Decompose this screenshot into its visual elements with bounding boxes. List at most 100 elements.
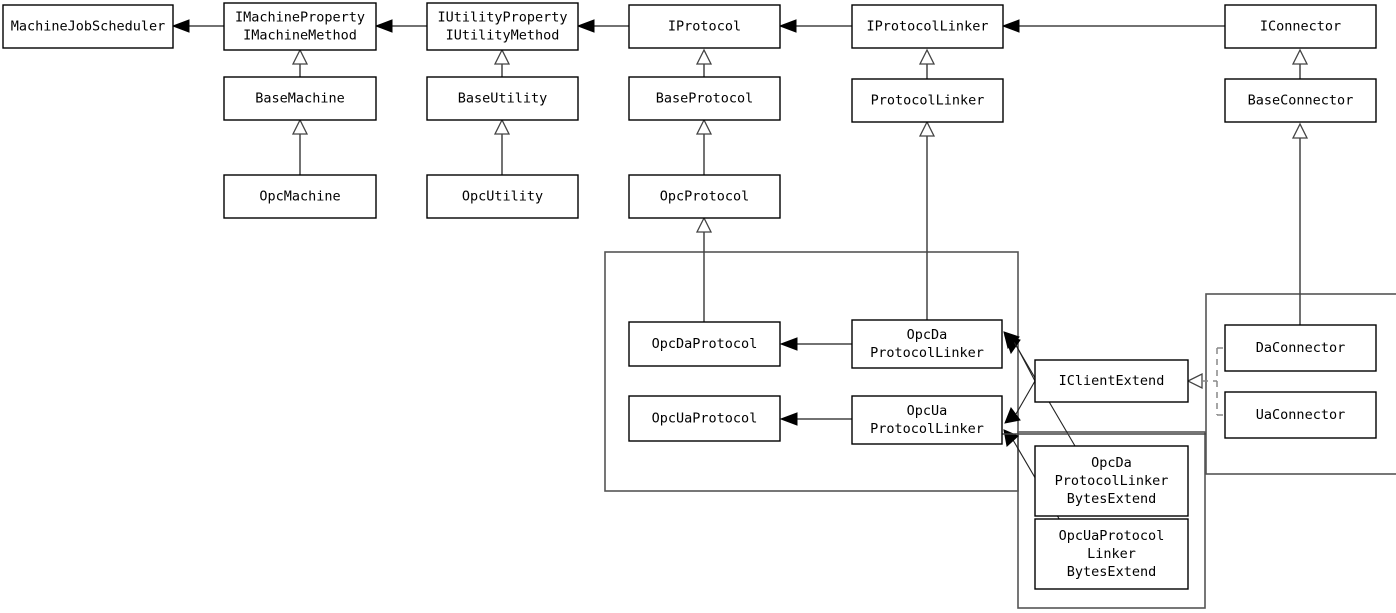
class-node-opc-ua-protocol[interactable]: OpcUaProtocol: [628, 395, 781, 442]
class-node-machine-job-scheduler[interactable]: MachineJobScheduler: [2, 4, 174, 49]
group-opc-protocol: [604, 251, 1019, 492]
edge-iclientextend-to-opcualinker: [1004, 380, 1036, 424]
class-box-opc-ua-protocol-linker[interactable]: [851, 395, 1003, 445]
group-connector: [1205, 293, 1396, 475]
class-name-line: ProtocolLinker: [871, 93, 985, 109]
class-name-iclient-extend: IClientExtend: [1059, 373, 1165, 389]
edge-baseconnector-to-iconnector: [1291, 48, 1309, 79]
class-node-opc-da-protocol[interactable]: OpcDaProtocol: [628, 321, 781, 367]
class-name-da-connector: DaConnector: [1256, 340, 1345, 356]
class-name-line: IUtilityProperty: [437, 10, 567, 26]
class-box-da-connector[interactable]: [1224, 324, 1377, 372]
class-name-opc-da-protocol: OpcDaProtocol: [652, 336, 758, 352]
class-name-line: OpcUaProtocol: [1059, 528, 1165, 544]
class-name-line: IConnector: [1260, 19, 1341, 35]
edge-baseprotocol-to-iprotocol: [695, 48, 713, 77]
class-box-opc-machine[interactable]: [223, 174, 377, 219]
class-node-base-machine[interactable]: BaseMachine: [223, 76, 377, 121]
class-name-line: BaseUtility: [458, 91, 547, 107]
class-name-iconnector: IConnector: [1260, 19, 1341, 35]
edge-protocollinker-to-iprotocollinker: [918, 48, 936, 79]
edge-baseutility-to-iutility: [493, 48, 511, 77]
class-box-protocol-linker[interactable]: [851, 78, 1004, 123]
class-name-ua-connector: UaConnector: [1256, 407, 1345, 423]
class-box-iprotocol[interactable]: [628, 4, 781, 49]
class-name-line: OpcProtocol: [660, 189, 749, 205]
class-name-line: OpcUa: [907, 403, 948, 419]
edge-opcprotocol-to-baseprotocol: [695, 118, 713, 175]
class-box-ua-connector[interactable]: [1224, 391, 1377, 439]
class-node-base-utility[interactable]: BaseUtility: [426, 76, 579, 121]
class-name-line: DaConnector: [1256, 340, 1345, 356]
class-box-opc-da-protocol[interactable]: [628, 321, 781, 367]
class-node-iprotocol-linker[interactable]: IProtocolLinker: [851, 4, 1004, 49]
class-name-line: OpcDaProtocol: [652, 336, 758, 352]
class-box-imachine-property[interactable]: [223, 2, 377, 51]
class-box-iclient-extend[interactable]: [1034, 359, 1189, 403]
class-node-iconnector[interactable]: IConnector: [1224, 4, 1377, 49]
class-box-iprotocol-linker[interactable]: [851, 4, 1004, 49]
class-name-line: OpcDa: [1091, 455, 1132, 471]
class-name-line: BaseMachine: [255, 91, 344, 107]
class-node-opc-protocol[interactable]: OpcProtocol: [628, 174, 781, 219]
class-name-line: OpcDa: [907, 327, 948, 343]
class-name-opc-utility: OpcUtility: [462, 189, 543, 205]
class-node-da-connector[interactable]: DaConnector: [1224, 324, 1377, 372]
class-box-iconnector[interactable]: [1224, 4, 1377, 49]
class-box-opc-ua-protocol-linker-bytes-extend[interactable]: [1034, 518, 1189, 590]
edge-daconnector-to-baseconnector: [1291, 122, 1309, 325]
class-name-opc-protocol: OpcProtocol: [660, 189, 749, 205]
class-node-base-connector[interactable]: BaseConnector: [1224, 78, 1377, 123]
class-node-opc-utility[interactable]: OpcUtility: [426, 174, 579, 219]
class-node-iprotocol[interactable]: IProtocol: [628, 4, 781, 49]
edge-opcdalinker-to-protocollinker: [918, 120, 936, 320]
class-name-line: Linker: [1087, 546, 1136, 562]
class-name-line: IMachineProperty: [235, 10, 365, 26]
class-name-opc-ua-protocol: OpcUaProtocol: [652, 411, 758, 427]
edge-opcualinker-to-opcuaprotocol: [779, 412, 852, 426]
class-box-opc-protocol[interactable]: [628, 174, 781, 219]
class-box-opc-ua-protocol[interactable]: [628, 395, 781, 442]
class-name-line: BaseConnector: [1248, 93, 1354, 109]
class-name-base-connector: BaseConnector: [1248, 93, 1354, 109]
edge-basemachine-to-imachine: [291, 48, 309, 77]
class-box-base-utility[interactable]: [426, 76, 579, 121]
class-box-base-connector[interactable]: [1224, 78, 1377, 123]
class-node-base-protocol[interactable]: BaseProtocol: [628, 76, 781, 121]
edge-iutility-to-imachine: [374, 19, 427, 33]
class-box-iutility-property[interactable]: [426, 2, 579, 51]
class-name-opc-machine: OpcMachine: [259, 189, 340, 205]
class-name-base-protocol: BaseProtocol: [656, 91, 754, 107]
class-name-base-utility: BaseUtility: [458, 91, 547, 107]
class-node-opc-machine[interactable]: OpcMachine: [223, 174, 377, 219]
class-box-base-protocol[interactable]: [628, 76, 781, 121]
class-box-opc-da-protocol-linker-bytes-extend[interactable]: [1034, 445, 1189, 517]
class-box-opc-da-protocol-linker[interactable]: [851, 319, 1003, 369]
class-node-ua-connector[interactable]: UaConnector: [1224, 391, 1377, 439]
class-name-iprotocol: IProtocol: [668, 19, 741, 35]
class-box-base-machine[interactable]: [223, 76, 377, 121]
edge-opcdalinker-to-opcdaprotocol: [779, 337, 852, 351]
edge-iprotocol-to-iutility: [576, 19, 629, 33]
class-name-line: BytesExtend: [1067, 564, 1156, 580]
class-name-line: IUtilityMethod: [446, 28, 560, 44]
class-node-protocol-linker[interactable]: ProtocolLinker: [851, 78, 1004, 123]
class-box-machine-job-scheduler[interactable]: [2, 4, 174, 49]
class-box-opc-utility[interactable]: [426, 174, 579, 219]
edge-opcutility-to-baseutility: [493, 118, 511, 175]
edge-opcmachine-to-basemachine: [291, 118, 309, 175]
class-name-iprotocol-linker: IProtocolLinker: [867, 19, 989, 35]
class-name-line: BaseProtocol: [656, 91, 754, 107]
class-node-iclient-extend[interactable]: IClientExtend: [1034, 359, 1189, 403]
class-name-line: UaConnector: [1256, 407, 1345, 423]
